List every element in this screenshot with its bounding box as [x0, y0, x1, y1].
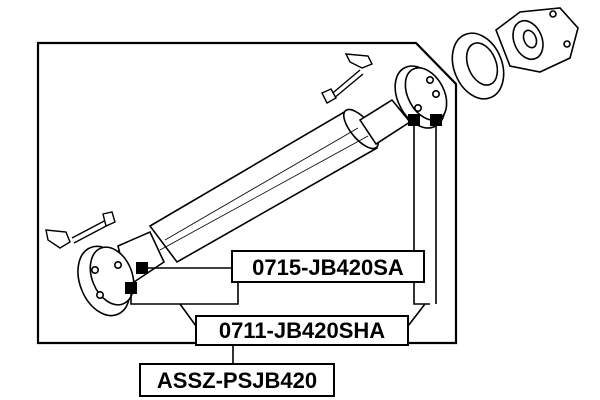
leader-lines	[130, 120, 437, 364]
lower-bolt	[71, 211, 116, 244]
upper-bolt	[321, 69, 364, 104]
lower-clip	[45, 229, 71, 249]
flange-yoke	[495, 7, 579, 73]
flange-ring	[451, 32, 505, 100]
label-upper-text: 0715-JB420SA	[252, 255, 404, 280]
marker-rear-outer	[430, 114, 442, 126]
marker-front-upper	[136, 262, 148, 274]
front-flexible-coupling	[77, 230, 166, 317]
marker-rear-inner	[408, 114, 420, 126]
label-assembly-box: ASSZ-PSJB420	[139, 363, 335, 397]
upper-clip	[344, 53, 373, 69]
assembly-frame	[36, 41, 458, 345]
drive-shaft-tube	[148, 98, 412, 264]
rear-flexible-coupling	[394, 65, 448, 129]
callout-markers	[125, 114, 442, 294]
label-assembly-text: ASSZ-PSJB420	[157, 368, 317, 393]
label-middle-text: 0711-JB420SHA	[219, 318, 385, 343]
label-middle-box: 0711-JB420SHA	[195, 315, 409, 346]
label-upper-box: 0715-JB420SA	[231, 250, 425, 283]
marker-front-lower	[125, 282, 137, 294]
